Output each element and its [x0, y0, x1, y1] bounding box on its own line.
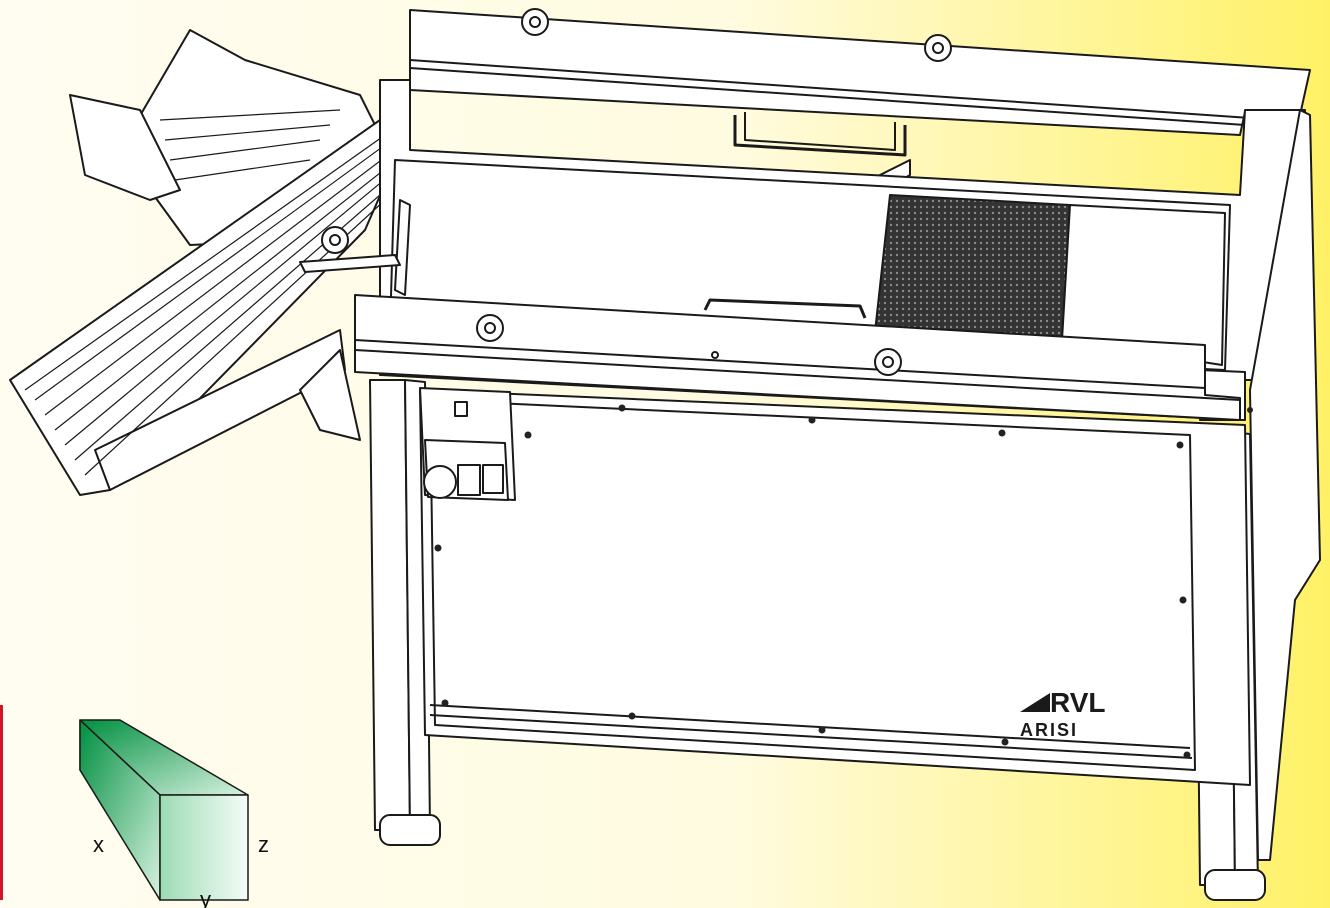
knob-icon — [321, 226, 349, 254]
panel-bolts — [434, 404, 1253, 759]
axis-x-label: x — [93, 832, 104, 857]
brand-logo: RVL ARISI — [1020, 687, 1106, 740]
screen-mesh — [874, 194, 1071, 341]
knob-icon — [874, 348, 902, 376]
knob-icon — [476, 314, 504, 342]
logo-sub-text: ARISI — [1020, 720, 1078, 740]
knob-icon — [521, 8, 549, 36]
knob-icon — [924, 34, 952, 62]
front-panel — [419, 389, 1251, 786]
inner-handle — [703, 298, 867, 319]
logo-brand-text: RVL — [1050, 687, 1106, 718]
feed-chute — [9, 29, 401, 496]
front-crossbar — [354, 294, 1241, 421]
mesh-white-panel — [1061, 204, 1226, 366]
axis-y-label: y — [200, 892, 211, 908]
axis-z-label: z — [258, 832, 269, 857]
control-box — [419, 387, 516, 501]
red-edge-accent — [0, 705, 3, 900]
knob-icons — [321, 8, 952, 376]
axis-box-icon — [79, 719, 249, 901]
